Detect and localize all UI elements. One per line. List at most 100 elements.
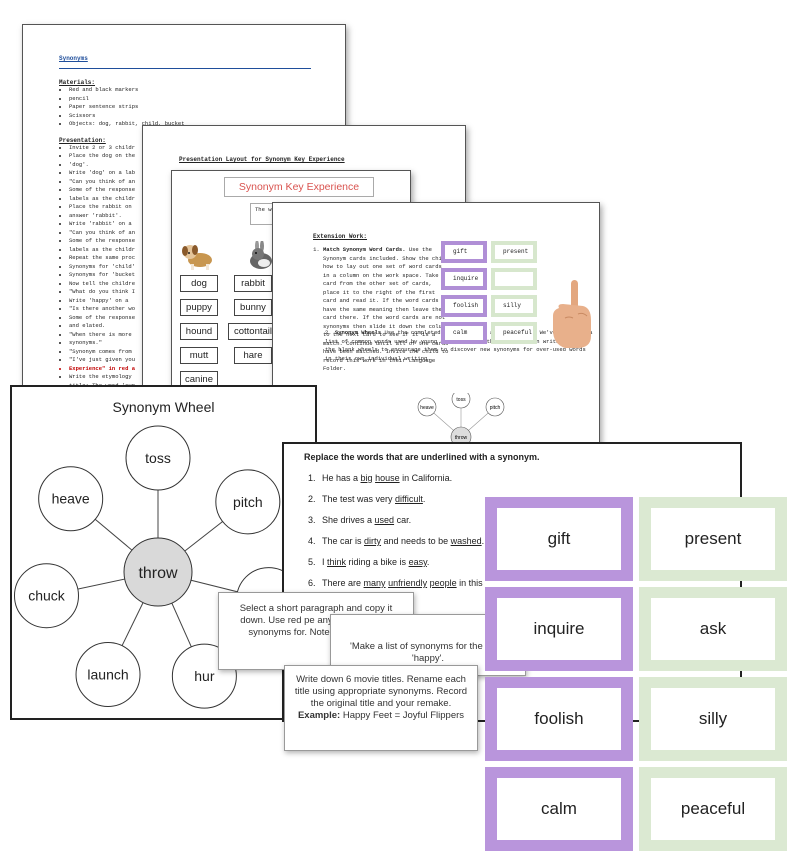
pointing-hand-icon	[553, 280, 591, 348]
rabbit-word-card: cottontail	[228, 323, 278, 340]
mini-word-card: peaceful	[491, 322, 537, 344]
mini-word-card	[491, 268, 537, 290]
dog-image	[182, 245, 212, 270]
wheel-spoke-circle	[215, 469, 281, 535]
step-item: "Is there another wo	[69, 305, 321, 314]
underlined-word: easy	[408, 557, 427, 567]
worksheet-sentence: 2.The test was very difficult.	[308, 489, 730, 510]
task-card-movie-titles: Write down 6 movie titles. Rename each t…	[284, 665, 478, 751]
step-item: 'dog'.	[69, 161, 321, 170]
rabbit-word-card: hare	[234, 347, 272, 364]
rabbit-word-card: bunny	[234, 299, 272, 316]
wheel-center-label: throw	[138, 565, 178, 582]
material-item: Red and black markers	[69, 86, 321, 95]
materials-heading: Materials:	[59, 79, 96, 86]
extension-item-1: Match Synonym Word Cards. Use the Synony…	[323, 246, 451, 374]
synonym-card-word: gift	[497, 508, 621, 570]
mini-word-card: foolish	[441, 295, 487, 317]
materials-list: Red and black markerspencilPaper sentenc…	[69, 86, 321, 129]
wheel-spoke-circle	[38, 466, 104, 532]
mini-wheel-circle	[417, 397, 437, 417]
sentence-number: 1.	[308, 473, 316, 483]
material-item: pencil	[69, 95, 321, 104]
synonym-card-word: ask	[651, 598, 775, 660]
dog-word-card: hound	[180, 323, 218, 340]
sentence-number: 2.	[308, 494, 316, 504]
wheel-spoke-label: launch	[87, 666, 128, 682]
step-item: Write 'dog' on a lab	[69, 169, 321, 178]
underlined-word: people	[429, 578, 457, 588]
step-item: Place the rabbit on	[69, 203, 321, 212]
step-item: Write 'happy' on a	[69, 297, 321, 306]
dog-word-card: dog	[180, 275, 218, 292]
dog-word-card: mutt	[180, 347, 218, 364]
step-item: and elated.	[69, 322, 321, 331]
wheel-spoke-label: chuck	[28, 588, 66, 604]
step-item: Invite 2 or 3 childr	[69, 144, 321, 153]
step-item: Some of the response	[69, 314, 321, 323]
dog-word-card: puppy	[180, 299, 218, 316]
extension-work-page: Extension Work: Match Synonym Word Cards…	[272, 202, 600, 452]
dog-word-card: canine	[180, 371, 218, 385]
step-item: Repeat the same proc	[69, 254, 321, 263]
mini-word-card: silly	[491, 295, 537, 317]
wheel-spoke-circle	[125, 425, 191, 491]
wheel-spoke-label: toss	[145, 450, 171, 466]
wheel-spoke-circle	[75, 641, 141, 707]
underlined-word: house	[375, 473, 400, 483]
synonym-card-left: foolish	[485, 677, 633, 761]
mini-wheel-label: toss	[456, 397, 466, 403]
underlined-word: big	[360, 473, 373, 483]
worksheet-sentence: 6.There are many unfriendly people in th…	[308, 573, 730, 594]
mini-wheel-label: heave	[420, 405, 434, 411]
step-item: "Can you think of an	[69, 229, 321, 238]
material-item: Scissors	[69, 112, 321, 121]
presentation-heading: Presentation:	[59, 136, 106, 144]
worksheet-title: Replace the words that are underlined wi…	[304, 452, 540, 462]
material-item: Paper sentence strips	[69, 103, 321, 112]
sentence-number: 4.	[308, 536, 316, 546]
worksheet-sentence: 3.She drives a used car.	[308, 510, 730, 531]
mini-wheel-circle	[451, 393, 471, 409]
step-item: labels as the childr	[69, 195, 321, 204]
mini-word-card: calm	[441, 322, 487, 344]
material-item: Objects: dog, rabbit, child, bucket	[69, 120, 321, 129]
worksheet-sentence: 5.I think riding a bike is easy.	[308, 552, 730, 573]
underlined-word: dirty	[364, 536, 382, 546]
rabbit-word-card: rabbit	[234, 275, 272, 292]
wheel-spoke-label: pitch	[233, 494, 263, 510]
wheel-title: Synonym Wheel	[112, 399, 215, 415]
synonym-card-word: foolish	[497, 688, 621, 750]
worksheet-sentence: 1.He has a big house in California.	[308, 468, 730, 489]
underlined-word: think	[327, 557, 347, 567]
step-item: synonyms."	[69, 339, 321, 348]
mini-word-card: inquire	[441, 268, 487, 290]
synonym-card-word: present	[651, 508, 775, 570]
example-text: Happy Feet = Joyful Flippers	[340, 710, 465, 721]
extension-list: Match Synonym Word Cards. Use the Synony…	[323, 246, 451, 374]
example-label: Example:	[297, 710, 341, 721]
synonym-card-left: gift	[485, 497, 633, 581]
worksheet-sentences: 1.He has a big house in California.2.The…	[308, 468, 730, 594]
underlined-word: unfriendly	[388, 578, 428, 588]
wheel-spoke-label: hur	[194, 668, 215, 684]
underlined-word: many	[363, 578, 386, 588]
wheel-spoke-circle	[13, 563, 79, 629]
synonym-card-word: calm	[497, 778, 621, 840]
step-item: answer 'rabbit'.	[69, 212, 321, 221]
step-item: Some of the response	[69, 186, 321, 195]
underlined-word: washed	[450, 536, 482, 546]
step-item: "I've just given you	[69, 356, 321, 365]
step-item: "When there is more	[69, 331, 321, 340]
synonym-card-word: inquire	[497, 598, 621, 660]
step-item-red: Experience" in red a	[69, 365, 321, 374]
rabbit-image	[250, 241, 272, 269]
synonym-card-word: silly	[651, 688, 775, 750]
mini-wheel-circle	[485, 397, 505, 417]
underlined-word: used	[374, 515, 395, 525]
page2-title: Presentation Layout for Synonym Key Expe…	[179, 156, 345, 163]
synonym-card-right: peaceful	[639, 767, 787, 851]
step-item: "What do you think I	[69, 288, 321, 297]
synonym-card-left: inquire	[485, 587, 633, 671]
